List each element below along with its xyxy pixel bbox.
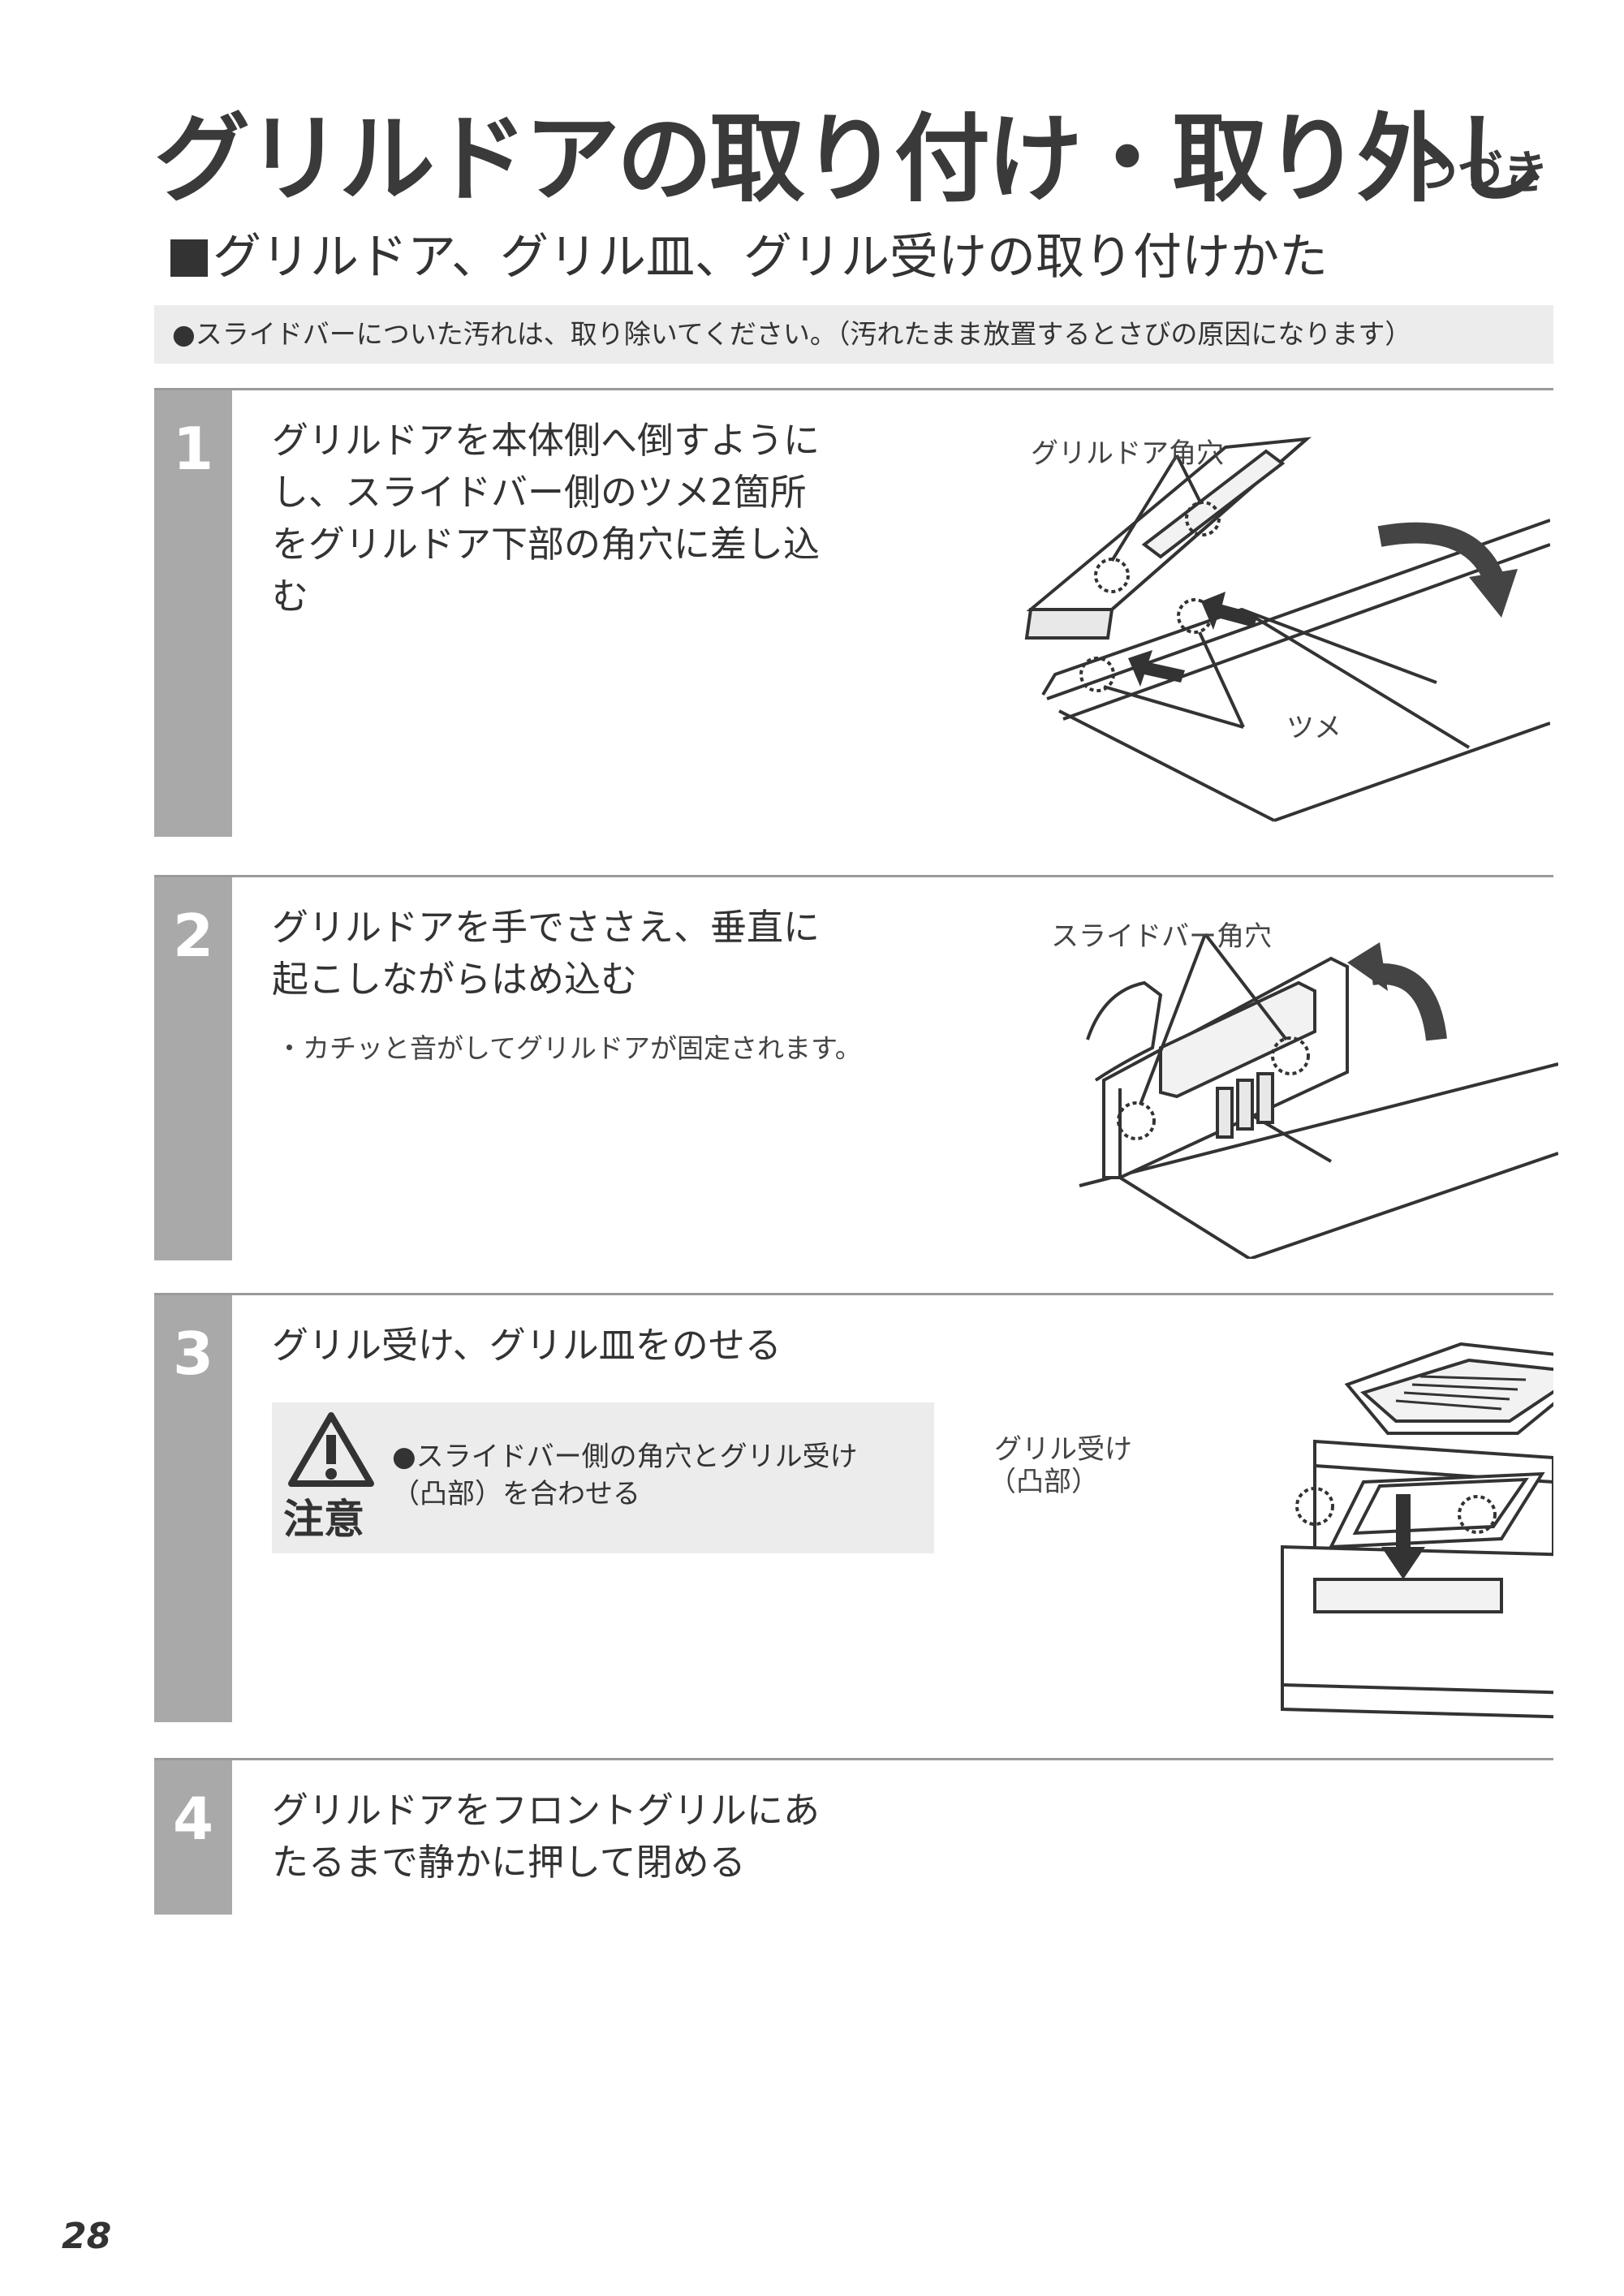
section-subtitle: グリルドア、グリル皿、グリル受けの取り付けかた	[170, 218, 1328, 288]
warning-icon	[288, 1412, 374, 1487]
step-number-bar	[154, 1760, 232, 1915]
step-text: グリルドアを手でささえ、垂直に起こしながらはめ込む	[272, 906, 821, 1001]
step-number-bar	[154, 877, 232, 1260]
step-text: グリルドアを本体側へ倒すようにし、スライドバー側のツメ2箇所をグリルドア下部の角…	[272, 419, 821, 618]
grill-pan-placement-illustration	[1281, 1342, 1553, 1719]
grill-door-insert-illustration	[1024, 437, 1550, 822]
step-text: グリルドアをフロントグリルにあたるまで静かに押して閉める	[272, 1789, 821, 1884]
page-title: グリルドアの取り付け・取り外し	[154, 103, 1545, 215]
caution-title: 注意	[283, 1496, 364, 1543]
protrusion-label: （凸部）	[989, 1466, 1099, 1498]
step-4: 4 グリルドアをフロントグリルにあたるまで静かに押して閉める	[154, 1758, 1553, 1915]
step-number: 2	[172, 902, 214, 970]
step-3: 3 グリル受け、グリル皿をのせる 注意 ●スライドバー側の角穴とグリル受け（凸部…	[154, 1293, 1553, 1722]
note-bar: ●スライドバーについた汚れは、取り除いてください。（汚れたまま放置するとさびの原…	[154, 305, 1553, 364]
caution-box: 注意 ●スライドバー側の角穴とグリル受け（凸部）を合わせる	[272, 1402, 934, 1553]
grill-door-upright-illustration	[1079, 933, 1558, 1259]
step-note: ・カチッと音がしてグリルドアが固定されます。	[276, 1032, 862, 1064]
step-1: 1 グリルドアを本体側へ倒すようにし、スライドバー側のツメ2箇所をグリルドア下部…	[154, 388, 1553, 837]
step-text: グリル受け、グリル皿をのせる	[272, 1324, 782, 1367]
step-number: 3	[172, 1320, 214, 1388]
grill-receiver-label: グリル受け	[994, 1433, 1132, 1466]
section-subtitle-text: グリルドア、グリル皿、グリル受けの取り付けかた	[213, 229, 1328, 286]
step-number: 1	[172, 415, 214, 483]
step-number: 4	[172, 1785, 214, 1853]
square-bullet-icon	[170, 239, 208, 277]
step-2: 2 グリルドアを手でささえ、垂直に起こしながらはめ込む ・カチッと音がしてグリル…	[154, 875, 1558, 1260]
slide-bar-hole-label: スライドバー角穴	[1051, 920, 1272, 953]
grill-door-hole-label: グリルドア角穴	[1031, 437, 1224, 470]
continued-label: つづき	[1412, 147, 1549, 200]
page-number: 28	[62, 2216, 112, 2257]
claw-label: ツメ	[1286, 712, 1342, 744]
step-number-bar	[154, 1295, 232, 1722]
caution-text: ●スライドバー側の角穴とグリル受け（凸部）を合わせる	[392, 1441, 858, 1510]
step-number-bar	[154, 390, 232, 837]
